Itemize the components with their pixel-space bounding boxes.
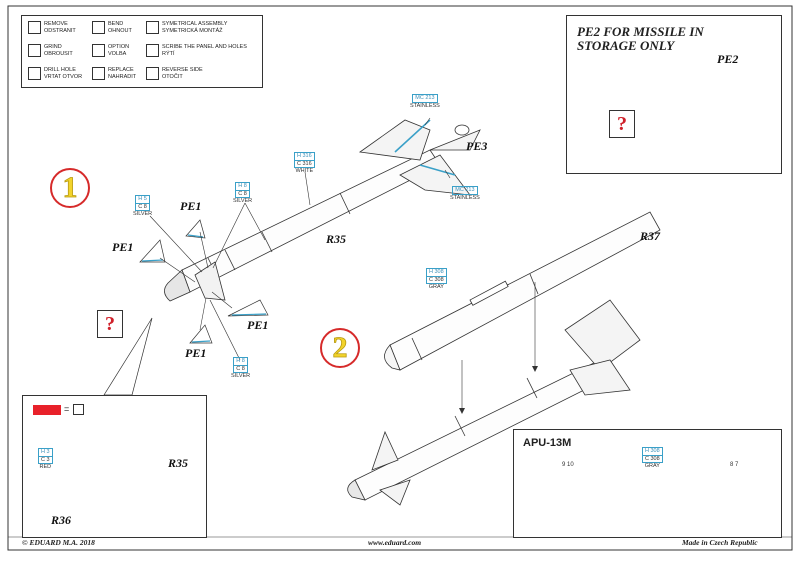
symmetrical-icon [146, 21, 159, 34]
part-label-r35: R35 [326, 232, 347, 246]
footer-copyright: © EDUARD M.A. 2018 [22, 538, 95, 547]
r35-lower-missile [347, 299, 641, 506]
r37-body [384, 211, 661, 371]
legend-label: REPLACE NAHRADIT [108, 67, 137, 80]
option-question-box: ? [609, 110, 635, 138]
legend-label: REMOVE ODSTRANIT [44, 21, 76, 34]
legend-label: BEND OHNOUT [108, 21, 132, 34]
footer-origin: Made in Czech Republic [682, 538, 758, 547]
pe3-ring [454, 124, 470, 136]
apu-title: APU-13M [523, 437, 572, 449]
legend-item-replace: REPLACE NAHRADIT [92, 67, 136, 80]
apu-part-numbers-right: 8 7 [730, 462, 739, 468]
pe2-storage-box: PE2 FOR MISSILE IN STORAGE ONLY PE2 ? [566, 15, 782, 174]
legend-item-scribe: SCRIBE THE PANEL AND HOLES RÝTÍ [146, 44, 247, 57]
pe1-fins [139, 219, 269, 344]
part-label-pe3: PE3 [466, 139, 488, 153]
legend-label: SYMETRICAL ASSEMBLY SYMETRICKÁ MONTÁŽ [162, 21, 228, 34]
legend-item-reverse: REVERSE SIDE OTOČIT [146, 67, 203, 80]
legend-item-drill: DRILL HOLE VRTAT OTVOR [28, 67, 82, 80]
legend-item-bend: BEND OHNOUT [92, 21, 132, 34]
apu-part-numbers-left: 9 10 [562, 462, 574, 468]
remove-icon [73, 404, 84, 415]
option-question-box: ? [97, 310, 123, 338]
legend-item-remove: REMOVE ODSTRANIT [28, 21, 76, 34]
grind-icon [28, 44, 41, 57]
part-label-r36: R36 [51, 513, 72, 527]
legend-box: REMOVE ODSTRANIT BEND OHNOUT SYMETRICAL … [21, 15, 263, 88]
footer-website: www.eduard.com [368, 538, 422, 547]
reverse-icon [146, 67, 159, 80]
step-number-2: 2 [320, 328, 360, 368]
legend-label: GRIND OBROUSIT [44, 44, 73, 57]
pe2-box-title-2: STORAGE ONLY [577, 38, 675, 53]
part-label-pe2: PE2 [717, 52, 739, 66]
legend-item-grind: GRIND OBROUSIT [28, 44, 73, 57]
legend-label: SCRIBE THE PANEL AND HOLES RÝTÍ [162, 44, 247, 57]
legend-item-symmetrical: SYMETRICAL ASSEMBLY SYMETRICKÁ MONTÁŽ [146, 21, 227, 34]
replace-icon [92, 67, 105, 80]
missile-r35-upper [164, 119, 481, 302]
part-label-pe1: PE1 [247, 318, 269, 332]
option-icon [92, 44, 105, 57]
part-label-pe1: PE1 [112, 240, 134, 254]
pe2-box-title-1: PE2 FOR MISSILE IN [577, 24, 704, 39]
red-swatch [33, 405, 61, 415]
leader-lines-step1 [149, 117, 451, 361]
part-label-pe1: PE1 [185, 346, 207, 360]
equals-sign: = [64, 404, 70, 414]
step-number-1: 1 [50, 168, 90, 208]
legend-label: OPTION VOLBA [108, 44, 130, 57]
part-label-pe1: PE1 [180, 199, 202, 213]
part-label-r35: R35 [168, 456, 189, 470]
scribe-icon [146, 44, 159, 57]
legend-item-option: OPTION VOLBA [92, 44, 129, 57]
part-label-r37: R37 [640, 229, 661, 243]
legend-label: REVERSE SIDE OTOČIT [162, 67, 203, 80]
legend-label: DRILL HOLE VRTAT OTVOR [44, 67, 83, 80]
drill-icon [28, 67, 41, 80]
remove-icon [28, 21, 41, 34]
bend-icon [92, 21, 105, 34]
